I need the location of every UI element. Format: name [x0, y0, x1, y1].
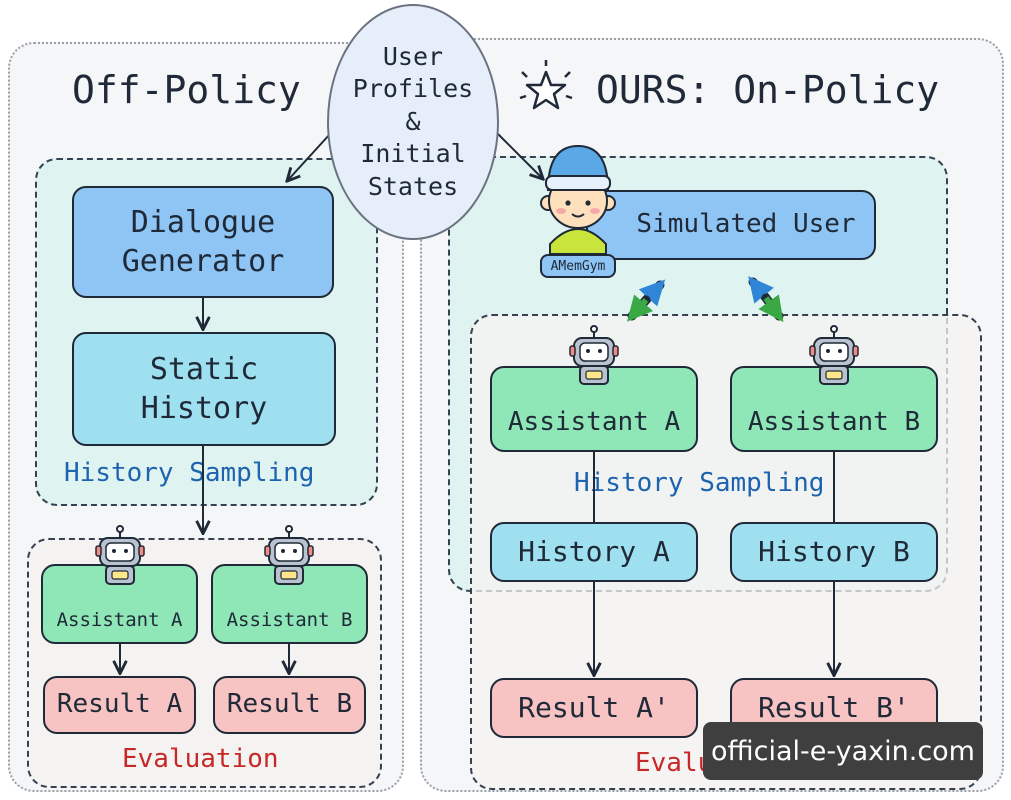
right-history-sampling-label: History Sampling — [574, 468, 825, 498]
left-evaluation-label: Evaluation — [122, 744, 279, 774]
history-b-box: History B — [730, 522, 938, 582]
profiles-to-simulated-user-arrow — [497, 133, 542, 178]
interaction-arrow-a — [627, 279, 666, 322]
robot-icon-right-a — [569, 325, 619, 385]
left-history-sampling-label: History Sampling — [64, 458, 315, 488]
static-history-box: Static History — [72, 332, 336, 446]
left-result-a-box: Result A — [43, 676, 196, 734]
on-policy-title: OURS: On-Policy — [596, 68, 940, 112]
history-a-box: History A — [490, 522, 698, 582]
dialogue-generator-box: Dialogue Generator — [72, 186, 334, 298]
amemgym-badge: AMemGym — [540, 254, 616, 278]
robot-icon-left-a — [95, 525, 145, 585]
off-policy-title: Off-Policy — [72, 68, 301, 112]
robot-icon-right-b — [809, 325, 859, 385]
interaction-arrow-b — [748, 276, 784, 323]
robot-icon-left-b — [264, 525, 314, 585]
simulated-user-box: Simulated User — [586, 190, 876, 260]
user-profiles-ellipse: User Profiles & Initial States — [327, 4, 499, 240]
left-result-b-box: Result B — [213, 676, 366, 734]
star-icon — [514, 58, 578, 122]
right-result-a-box: Result A' — [490, 678, 698, 738]
watermark: official-e-yaxin.com — [703, 722, 983, 780]
user-avatar-icon — [540, 144, 616, 255]
profiles-to-generator-arrow — [288, 133, 331, 180]
